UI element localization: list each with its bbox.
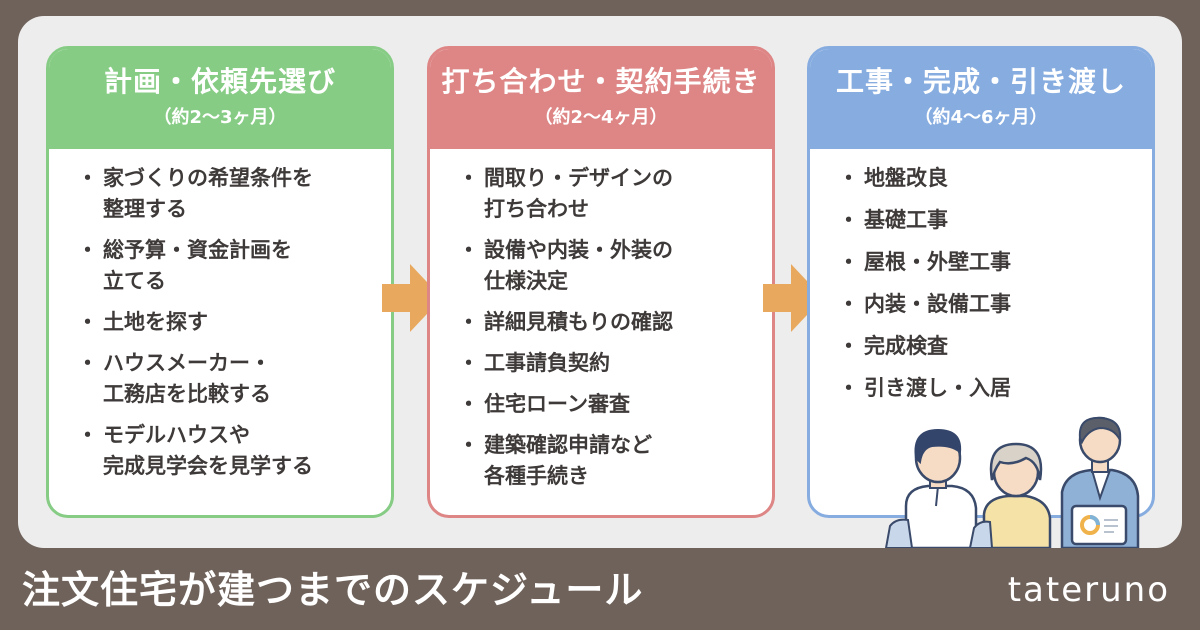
task-item: 地盤改良 [838, 163, 1134, 194]
page-title: 注文住宅が建つまでのスケジュール [22, 568, 644, 612]
task-item: 基礎工事 [838, 205, 1134, 236]
task-item-text: 設備や内装・外装の [484, 238, 673, 262]
task-item-text: 内装・設備工事 [864, 292, 1011, 316]
task-item-text: 打ち合わせ [484, 197, 589, 221]
step-card-construction: 工事・完成・引き渡し （約4〜6ヶ月） 地盤改良基礎工事屋根・外壁工事内装・設備… [807, 46, 1155, 518]
task-item-text: 基礎工事 [864, 208, 948, 232]
task-item-text: 引き渡し・入居 [864, 376, 1011, 400]
task-item: 引き渡し・入居 [838, 373, 1134, 404]
task-item-text: モデルハウスや [103, 423, 250, 447]
task-item-text: 整理する [103, 197, 187, 221]
task-item-text: 工務店を比較する [103, 382, 271, 406]
step-card-contract: 打ち合わせ・契約手続き （約2〜4ヶ月） 間取り・デザインの打ち合わせ設備や内装… [427, 46, 775, 518]
task-item-text: 仕様決定 [484, 269, 568, 293]
task-item-text: ハウスメーカー・ [103, 351, 271, 375]
task-item: 完成検査 [838, 331, 1134, 362]
task-item-text: 立てる [103, 269, 166, 293]
task-item: 土地を探す [77, 307, 373, 338]
task-item-text: 屋根・外壁工事 [864, 250, 1011, 274]
schedule-panel: 計画・依頼先選び （約2〜3ヶ月） 家づくりの希望条件を整理する総予算・資金計画… [18, 16, 1182, 548]
step-card-header: 打ち合わせ・契約手続き （約2〜4ヶ月） [430, 49, 772, 149]
task-item-text: 総予算・資金計画を [103, 238, 292, 262]
step-card-planning: 計画・依頼先選び （約2〜3ヶ月） 家づくりの希望条件を整理する総予算・資金計画… [46, 46, 394, 518]
step-title: 工事・完成・引き渡し [835, 65, 1126, 98]
task-item-text: 間取り・デザインの [484, 166, 673, 190]
consultation-illustration [884, 416, 1140, 548]
task-item-text: 完成見学会を見学する [103, 454, 313, 478]
step-title: 計画・依頼先選び [103, 65, 336, 98]
step-period: （約4〜6ヶ月） [914, 107, 1048, 128]
task-item-text: 土地を探す [103, 310, 208, 334]
task-item: 住宅ローン審査 [458, 389, 754, 420]
task-item-text: 詳細見積もりの確認 [484, 310, 673, 334]
task-item-text: 建築確認申請など [484, 433, 652, 457]
task-item-text: 地盤改良 [864, 166, 948, 190]
arrow-right-icon [382, 264, 442, 332]
task-item: 屋根・外壁工事 [838, 247, 1134, 278]
brand-logo: tateruno [1007, 570, 1170, 610]
step-task-list: 地盤改良基礎工事屋根・外壁工事内装・設備工事完成検査引き渡し・入居 [810, 149, 1152, 404]
task-item: 内装・設備工事 [838, 289, 1134, 320]
task-item: ハウスメーカー・工務店を比較する [77, 348, 373, 410]
task-item-text: 家づくりの希望条件を [103, 166, 313, 190]
task-item: 工事請負契約 [458, 348, 754, 379]
step-period: （約2〜3ヶ月） [153, 107, 287, 128]
task-item-text: 住宅ローン審査 [484, 392, 630, 416]
step-title: 打ち合わせ・契約手続き [441, 65, 761, 98]
arrow-right-icon [763, 264, 823, 332]
step-task-list: 間取り・デザインの打ち合わせ設備や内装・外装の仕様決定詳細見積もりの確認工事請負… [430, 149, 772, 492]
task-item-text: 工事請負契約 [484, 351, 610, 375]
step-task-list: 家づくりの希望条件を整理する総予算・資金計画を立てる土地を探すハウスメーカー・工… [49, 149, 391, 482]
task-item-text: 完成検査 [864, 334, 948, 358]
step-card-header: 計画・依頼先選び （約2〜3ヶ月） [49, 49, 391, 149]
task-item-text: 各種手続き [484, 464, 589, 488]
step-period: （約2〜4ヶ月） [534, 107, 668, 128]
step-card-header: 工事・完成・引き渡し （約4〜6ヶ月） [810, 49, 1152, 149]
task-item: 詳細見積もりの確認 [458, 307, 754, 338]
